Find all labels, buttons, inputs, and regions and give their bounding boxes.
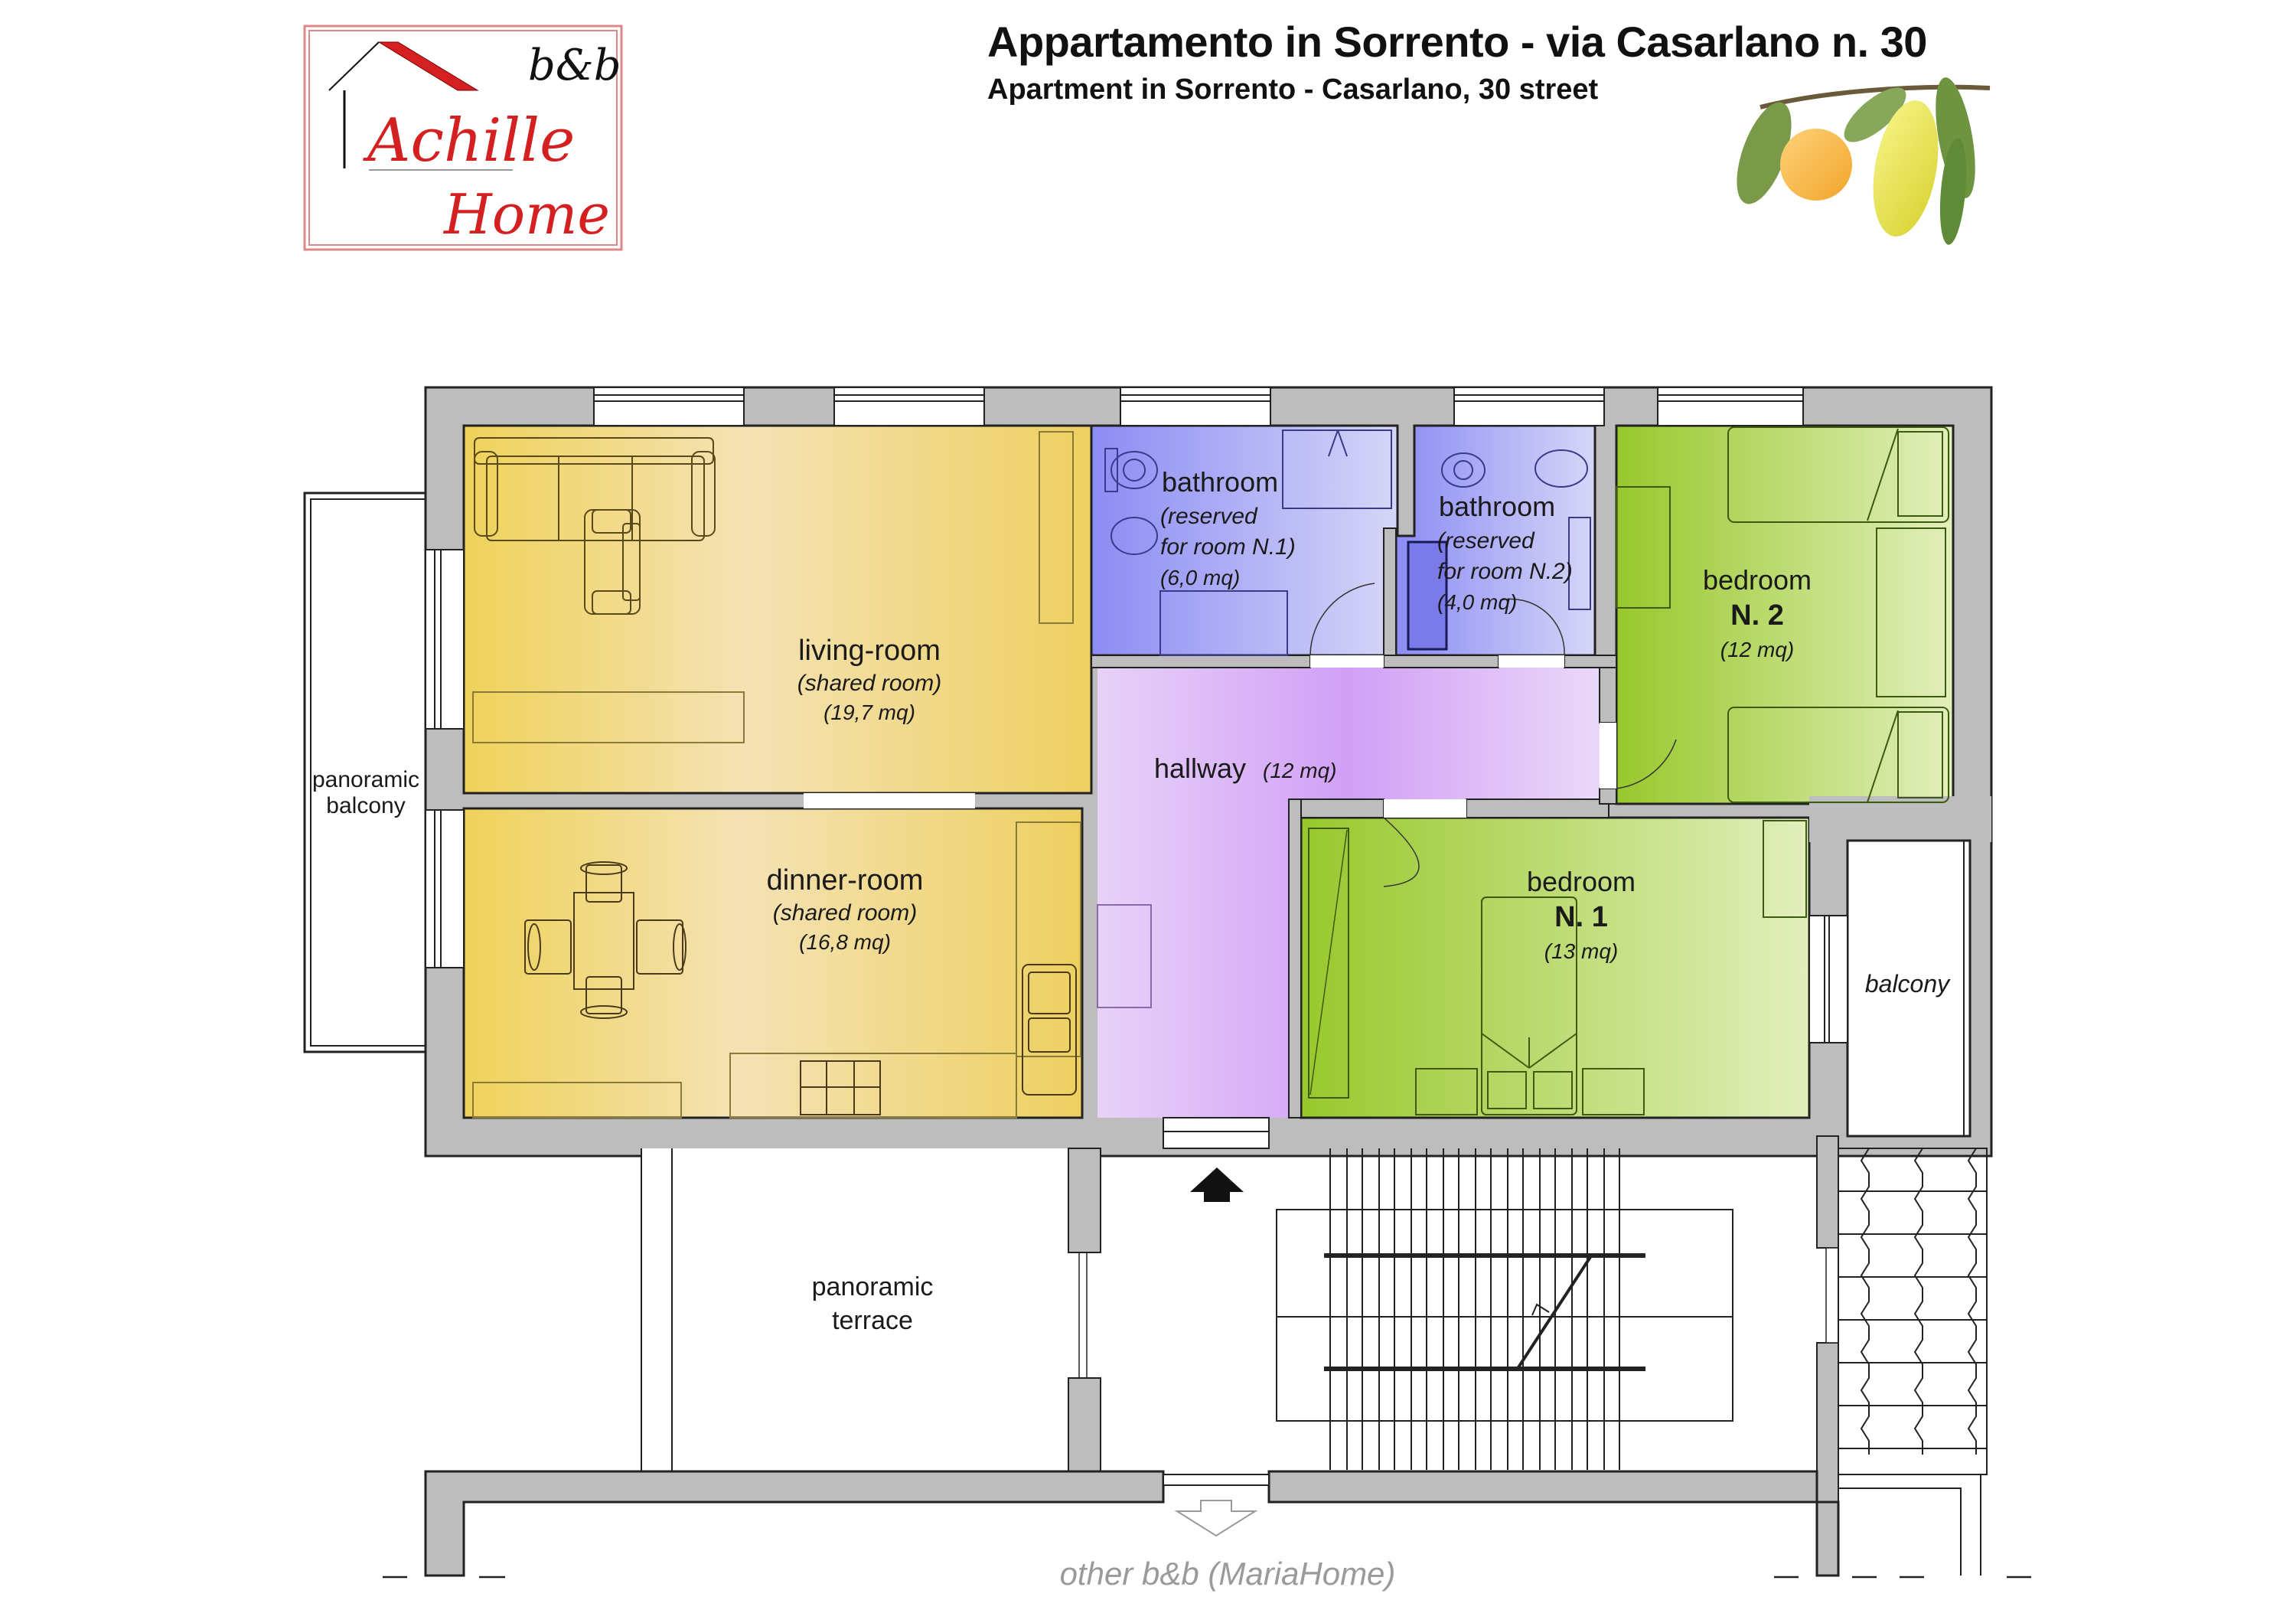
single-bed-icon <box>1727 426 1949 523</box>
other-bnb-label: other b&b (MariaHome) <box>1060 1556 1396 1592</box>
sink-icon <box>1022 964 1077 1096</box>
terrace-label-1: panoramic <box>812 1272 934 1301</box>
staircase <box>1276 1148 1733 1470</box>
armchair-icon <box>584 509 641 615</box>
label-bathroom-2: bathroom (reserved for room N.2) (4,0 mq… <box>1437 491 1573 614</box>
kitchen-counter <box>1016 821 1081 1057</box>
panoramic-balcony-label-1: panoramic <box>312 767 419 792</box>
logo-name-line2: Home <box>442 182 610 247</box>
svg-text:(12 mq): (12 mq) <box>1263 759 1336 782</box>
living-room-floor <box>462 424 1093 795</box>
svg-text:(12 mq): (12 mq) <box>1720 638 1794 661</box>
svg-text:for room N.2): for room N.2) <box>1437 559 1573 584</box>
exit-arrow-icon <box>1174 1500 1258 1537</box>
panoramic-balcony-label-2: balcony <box>326 793 405 818</box>
bedroom-1-floor <box>1300 816 1811 1119</box>
toilet-icon <box>1104 448 1158 492</box>
svg-text:dinner-room: dinner-room <box>767 864 924 896</box>
svg-text:hallway: hallway <box>1154 753 1246 784</box>
hallway-floor <box>1097 668 1600 1118</box>
panoramic-terrace: panoramic terrace <box>641 1148 1101 1471</box>
terrace-label-2: terrace <box>832 1306 913 1335</box>
svg-text:bedroom: bedroom <box>1703 564 1812 596</box>
roof-tiles <box>1838 1148 1988 1576</box>
svg-text:bathroom: bathroom <box>1439 491 1555 522</box>
wardrobe <box>1308 828 1349 1099</box>
svg-text:(reserved: (reserved <box>1437 528 1535 554</box>
door-swing-bedroom2 <box>1616 739 1677 789</box>
house-roof-icon <box>328 41 380 91</box>
sofa-icon <box>474 437 716 541</box>
svg-text:(19,7 mq): (19,7 mq) <box>823 700 915 724</box>
shower-2-box <box>1407 540 1448 651</box>
windows-left <box>425 549 465 968</box>
door-swing-bath2 <box>1499 598 1565 656</box>
page-subtitle: Apartment in Sorrento - Casarlano, 30 st… <box>987 73 1599 106</box>
dining-table-icon <box>524 861 687 1019</box>
desk <box>1616 486 1671 609</box>
label-bedroom-2: bedroom N. 2 (12 mq) <box>1703 564 1812 661</box>
washbasin-2 <box>1568 517 1591 610</box>
svg-text:(6,0 mq): (6,0 mq) <box>1160 566 1240 589</box>
label-living-room: living-room (shared room) (19,7 mq) <box>797 635 941 724</box>
balcony: balcony <box>1808 796 1991 1138</box>
tv-cabinet <box>1039 431 1074 624</box>
bedside-cabinet <box>1763 820 1807 918</box>
bedroom-2-floor <box>1615 424 1955 805</box>
label-bathroom-1: bathroom (reserved for room N.1) (6,0 mq… <box>1160 466 1296 589</box>
citrus-illustration <box>1737 77 1991 245</box>
single-bed-2-icon <box>1727 707 1949 803</box>
svg-text:(16,8 mq): (16,8 mq) <box>799 930 891 954</box>
door-swing-bath1 <box>1309 583 1375 656</box>
bottom-wall-right <box>1267 1470 1840 1577</box>
stove-icon <box>800 1060 881 1115</box>
bottom-wall-left <box>424 1470 1165 1577</box>
nightstand <box>1876 527 1946 697</box>
label-hallway: hallway (12 mq) <box>1154 753 1336 784</box>
label-dinner-room: dinner-room (shared room) (16,8 mq) <box>767 864 924 954</box>
svg-text:bathroom: bathroom <box>1162 466 1278 498</box>
dinner-room-floor <box>462 807 1084 1119</box>
svg-text:bedroom: bedroom <box>1527 866 1636 897</box>
logo-name-line1: Achille <box>363 106 575 175</box>
bench <box>472 1082 682 1118</box>
shower-icon <box>1282 429 1392 509</box>
logo-tag: b&b <box>528 41 621 90</box>
label-bedroom-1: bedroom N. 1 (13 mq) <box>1527 866 1636 963</box>
windows-top <box>593 387 1804 426</box>
page-title: Appartamento in Sorrento - via Casarlano… <box>987 18 1927 66</box>
svg-text:N. 2: N. 2 <box>1730 599 1784 632</box>
svg-text:(13 mq): (13 mq) <box>1544 939 1618 963</box>
balcony-label: balcony <box>1865 970 1951 998</box>
svg-text:(4,0 mq): (4,0 mq) <box>1437 590 1517 614</box>
sideboard <box>472 691 745 743</box>
svg-text:(shared room): (shared room) <box>797 671 941 696</box>
svg-text:N. 1: N. 1 <box>1554 901 1608 933</box>
logo: b&b Achille Home <box>303 24 623 251</box>
panoramic-balcony: panoramic balcony <box>303 491 427 1053</box>
bidet-2-icon <box>1534 449 1588 488</box>
double-bed-icon <box>1415 896 1645 1115</box>
svg-text:(shared room): (shared room) <box>773 900 917 926</box>
hallway-cabinet <box>1097 904 1152 1008</box>
kitchen-counter-bottom <box>729 1053 1017 1118</box>
svg-text:living-room: living-room <box>798 635 941 667</box>
toilet-2-icon <box>1441 452 1486 488</box>
bidet-icon <box>1110 517 1158 555</box>
entrance-arrow-icon <box>1190 1167 1244 1202</box>
svg-text:for room N.1): for room N.1) <box>1160 534 1296 560</box>
svg-text:(reserved: (reserved <box>1160 504 1258 529</box>
door-swing-bedroom1 <box>1383 817 1420 887</box>
washbasin-cabinet <box>1159 590 1288 656</box>
